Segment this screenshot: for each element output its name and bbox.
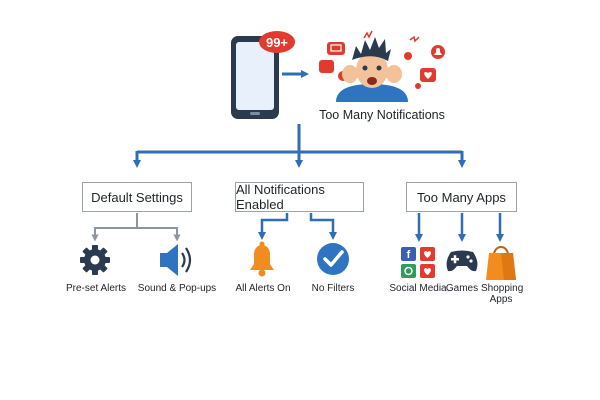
default-settings-label: Default Settings: [91, 189, 183, 205]
gamepad-icon: [446, 250, 478, 272]
too-many-apps-connectors: [415, 213, 504, 242]
too-many-apps-box: Too Many Apps: [406, 182, 517, 212]
all-notifications-label: All Notifications Enabled: [236, 182, 325, 212]
tree-connectors: [133, 124, 466, 168]
too-many-apps-label: Too Many Apps: [417, 189, 506, 205]
default-settings-box: Default Settings: [82, 182, 192, 212]
sound-popups-label: Sound & Pop-ups: [137, 283, 217, 294]
check-circle-icon: [317, 243, 349, 275]
diagram-title: Too Many Notifications: [319, 108, 445, 122]
social-media-label: Social Media: [389, 283, 447, 294]
preset-alerts-label: Pre-set Alerts: [65, 283, 127, 294]
badge-count: 99+: [266, 35, 288, 50]
speaker-icon: [160, 244, 192, 276]
gear-icon: [80, 245, 110, 275]
chat-bubble-icon: [319, 60, 334, 73]
default-settings-connectors: [91, 213, 181, 242]
bell-icon: [250, 241, 274, 277]
notification-badge: 99+: [259, 31, 295, 53]
all-notifications-connectors: [258, 213, 337, 240]
all-alerts-on-label: All Alerts On: [235, 283, 291, 294]
stressed-person-icon: [319, 30, 445, 102]
shopping-apps-label: Shopping Apps: [481, 283, 524, 305]
games-label: Games: [445, 283, 479, 294]
svg-text:f: f: [407, 249, 411, 261]
no-filters-label: No Filters: [311, 283, 355, 294]
mail-bubble-icon: [327, 42, 345, 55]
social-apps-icon: f: [401, 247, 435, 278]
shopping-bag-icon: [486, 246, 516, 280]
phone-icon: [231, 36, 279, 119]
all-notifications-box: All Notifications Enabled: [235, 182, 364, 212]
